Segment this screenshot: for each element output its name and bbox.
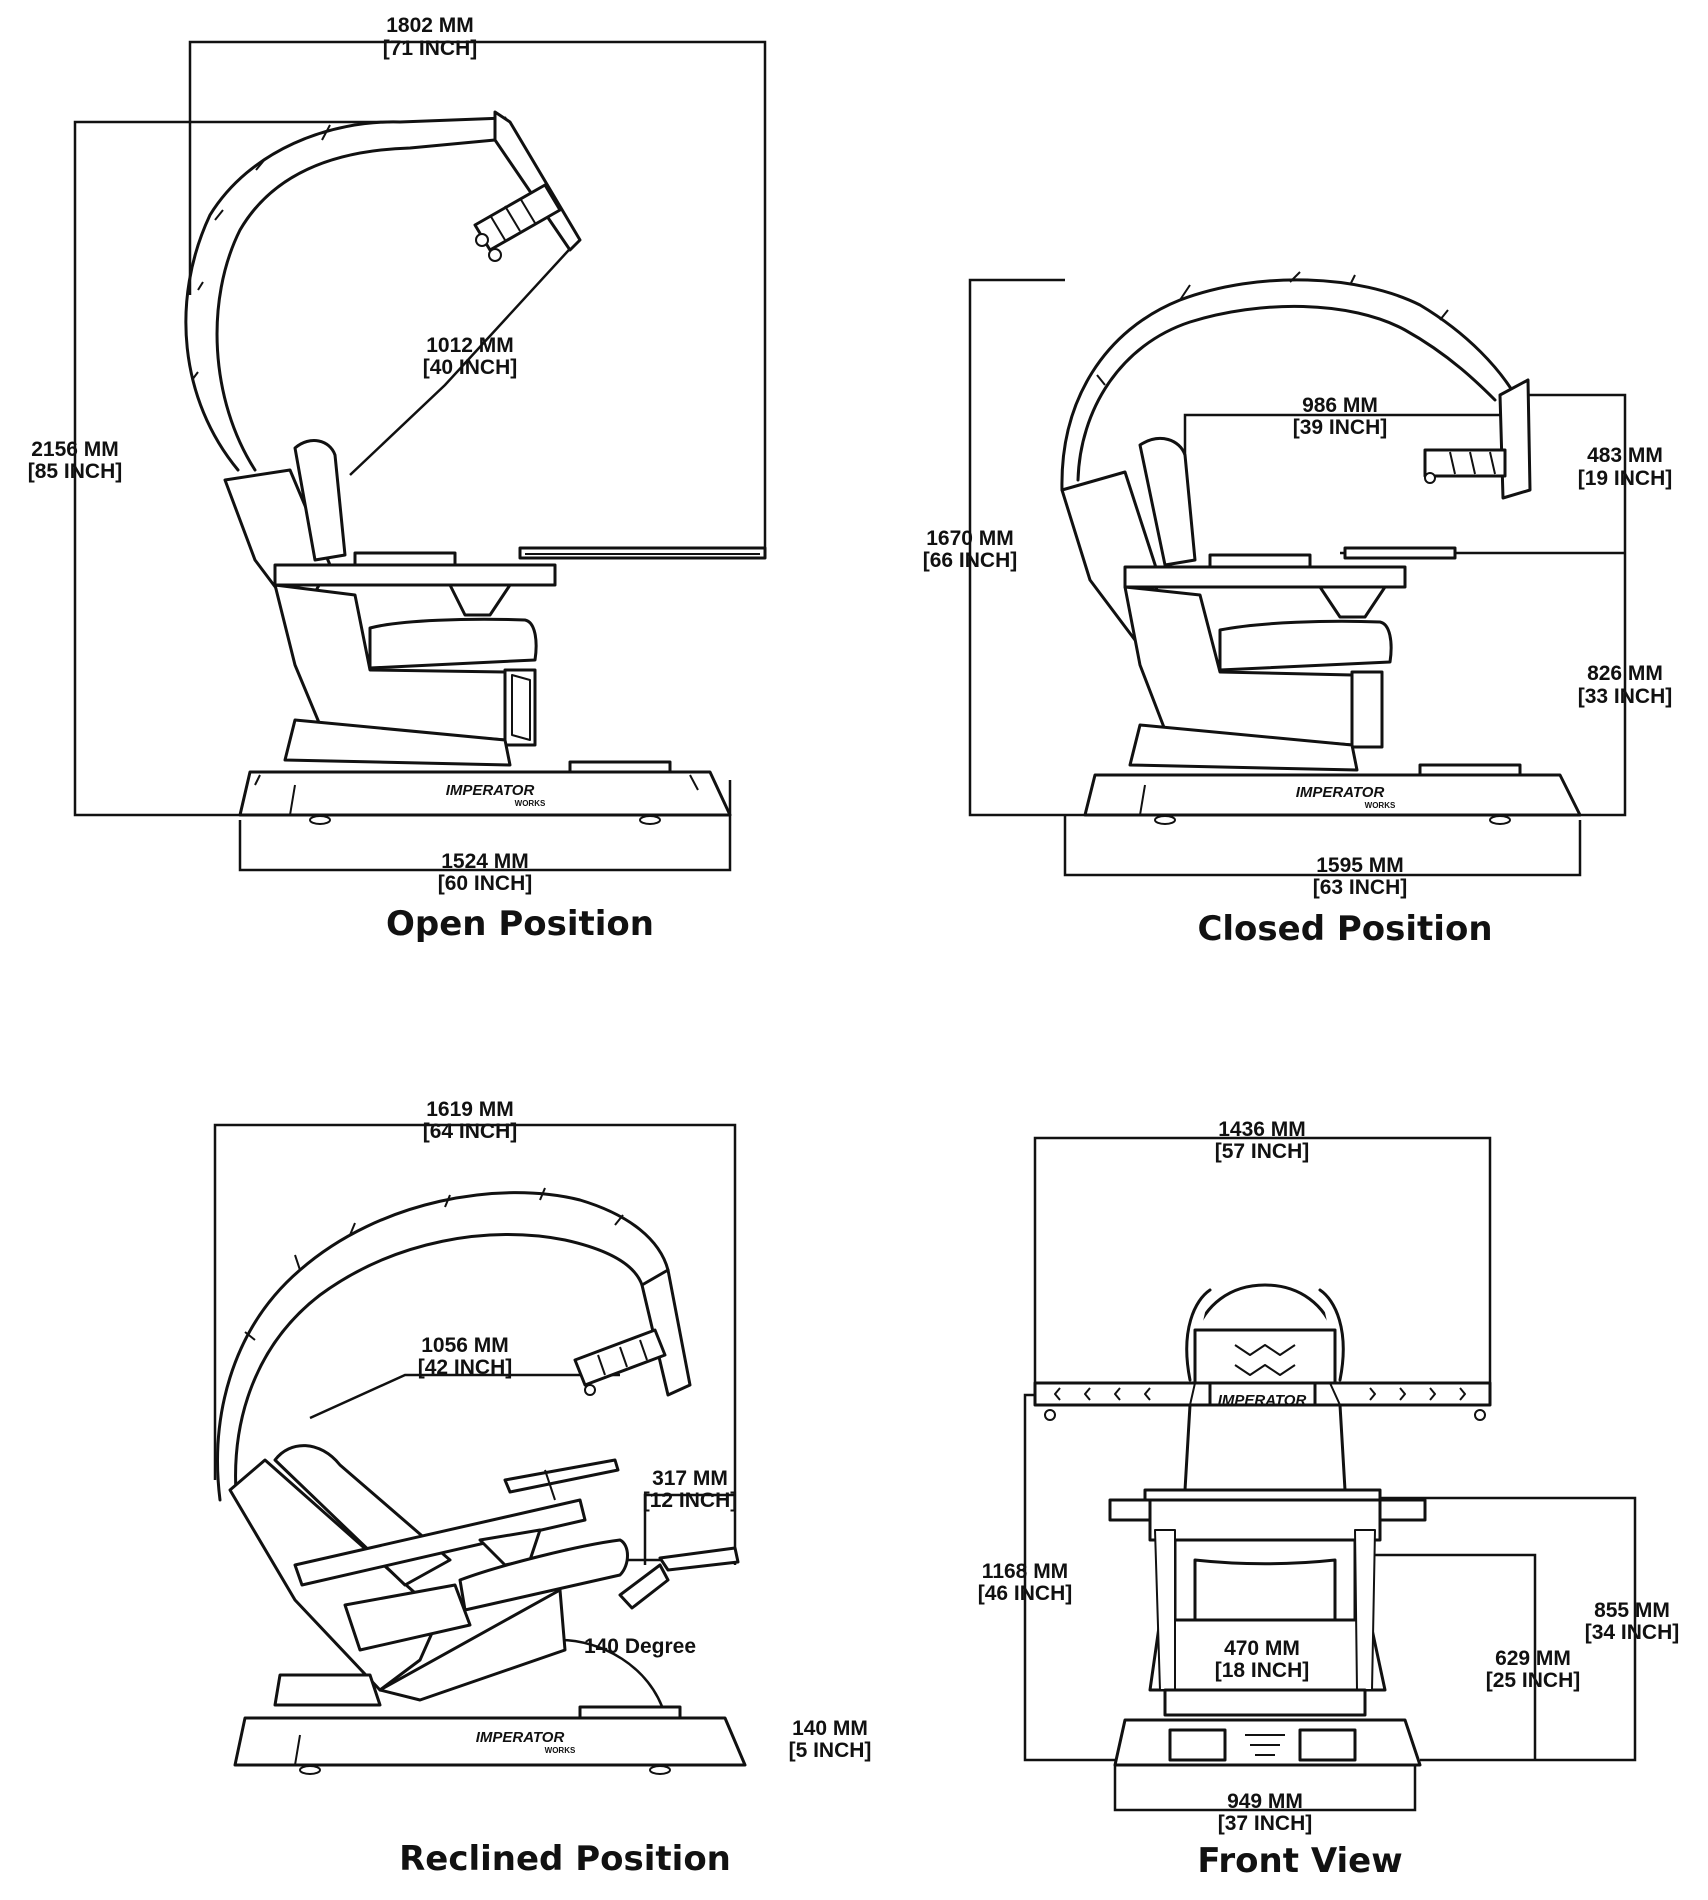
closed-base-inch: [63 INCH] — [1313, 876, 1408, 899]
front-height-mm: 1168 MM — [982, 1560, 1068, 1583]
reclined-dimension-labels: 1619 MM [64 INCH] 1056 MM [42 INCH] 317 … — [399, 1098, 871, 1879]
front-view: IMPERATOR 1436 MM [57 INCH] 1168 MM [46 … — [978, 1118, 1680, 1881]
reclined-base-height-mm: 140 MM — [792, 1717, 868, 1740]
reclined-position-view: IMPERATOR WORKS 1619 MM [64 INCH] 1056 M… — [213, 1098, 871, 1879]
front-base-mm: 949 MM — [1227, 1790, 1303, 1813]
reclined-logo: IMPERATOR WORKS — [476, 1729, 576, 1755]
front-desk-height-inch: [34 INCH] — [1585, 1621, 1680, 1644]
closed-position-title: Closed Position — [1197, 909, 1492, 949]
reclined-width-inch: [64 INCH] — [423, 1120, 518, 1143]
front-dimension-labels: 1436 MM [57 INCH] 1168 MM [46 INCH] 470 … — [978, 1118, 1680, 1881]
reclined-monitor-icon — [573, 1328, 667, 1396]
reclined-position-title: Reclined Position — [399, 1839, 731, 1879]
svg-text:WORKS: WORKS — [545, 1746, 576, 1755]
open-height-mm: 2156 MM — [31, 438, 119, 461]
closed-desk-height-mm: 826 MM — [1587, 662, 1663, 685]
closed-arm-mm: 986 MM — [1302, 394, 1378, 417]
reclined-arm-inch: [42 INCH] — [418, 1356, 513, 1379]
open-logo: IMPERATOR WORKS — [446, 782, 546, 808]
front-width-mm: 1436 MM — [1218, 1118, 1306, 1141]
closed-monitor-icon — [1423, 448, 1507, 484]
svg-text:IMPERATOR: IMPERATOR — [1296, 784, 1385, 801]
closed-dimension-labels: 986 MM [39 INCH] 483 MM [19 INCH] 1670 M… — [923, 394, 1673, 949]
open-dimension-labels: 1802 MM [71 INCH] 2156 MM [85 INCH] 1012… — [28, 14, 654, 944]
reclined-width-mm: 1619 MM — [426, 1098, 514, 1121]
front-height-inch: [46 INCH] — [978, 1582, 1073, 1605]
front-seat-height-mm: 629 MM — [1495, 1647, 1571, 1670]
svg-text:IMPERATOR: IMPERATOR — [476, 1729, 565, 1746]
open-dimension-lines — [73, 40, 767, 872]
open-arm-inch: [40 INCH] — [423, 356, 518, 379]
front-dimension-lines — [1023, 1136, 1637, 1812]
svg-text:WORKS: WORKS — [515, 799, 546, 808]
closed-height-mm: 1670 MM — [926, 527, 1014, 550]
closed-position-view: IMPERATOR WORKS 986 MM [39 INCH] 483 MM … — [923, 271, 1673, 949]
svg-text:IMPERATOR: IMPERATOR — [446, 782, 535, 799]
open-monitor-icon — [473, 183, 562, 262]
open-chair-drawing: IMPERATOR WORKS — [184, 110, 767, 825]
open-height-inch: [85 INCH] — [28, 460, 123, 483]
closed-monitor-mm: 483 MM — [1587, 444, 1663, 467]
svg-text:WORKS: WORKS — [1365, 801, 1396, 810]
reclined-arm-mm: 1056 MM — [421, 1334, 509, 1357]
svg-text:IMPERATOR: IMPERATOR — [1218, 1392, 1307, 1409]
reclined-chair-drawing: IMPERATOR WORKS — [216, 1187, 747, 1775]
closed-chair-drawing: IMPERATOR WORKS — [1060, 271, 1582, 825]
open-arm-mm: 1012 MM — [426, 334, 514, 357]
front-base-inch: [37 INCH] — [1218, 1812, 1313, 1835]
reclined-footrest-inch: [12 INCH] — [643, 1489, 738, 1512]
closed-arm-inch: [39 INCH] — [1293, 416, 1388, 439]
open-position-view: IMPERATOR WORKS 1802 MM [71 INCH] 2156 M… — [28, 14, 767, 944]
front-seat-inch: [18 INCH] — [1215, 1659, 1310, 1682]
open-width-mm: 1802 MM — [386, 14, 474, 37]
closed-monitor-inch: [19 INCH] — [1578, 467, 1673, 490]
closed-height-inch: [66 INCH] — [923, 549, 1018, 572]
front-view-title: Front View — [1197, 1841, 1402, 1881]
front-width-inch: [57 INCH] — [1215, 1140, 1310, 1163]
closed-base-mm: 1595 MM — [1316, 854, 1404, 877]
front-seat-height-inch: [25 INCH] — [1486, 1669, 1581, 1692]
open-base-mm: 1524 MM — [441, 850, 529, 873]
front-seat-mm: 470 MM — [1224, 1637, 1300, 1660]
front-chair-drawing: IMPERATOR — [1033, 1283, 1492, 1767]
front-logo: IMPERATOR — [1218, 1392, 1307, 1409]
reclined-base-height-inch: [5 INCH] — [789, 1739, 872, 1762]
open-width-inch: [71 INCH] — [383, 37, 478, 60]
closed-logo: IMPERATOR WORKS — [1296, 784, 1396, 810]
closed-desk-height-inch: [33 INCH] — [1578, 685, 1673, 708]
open-position-title: Open Position — [386, 904, 654, 944]
reclined-footrest-mm: 317 MM — [652, 1467, 728, 1490]
front-desk-height-mm: 855 MM — [1594, 1599, 1670, 1622]
open-base-inch: [60 INCH] — [438, 872, 533, 895]
reclined-angle-label: 140 Degree — [584, 1635, 696, 1658]
